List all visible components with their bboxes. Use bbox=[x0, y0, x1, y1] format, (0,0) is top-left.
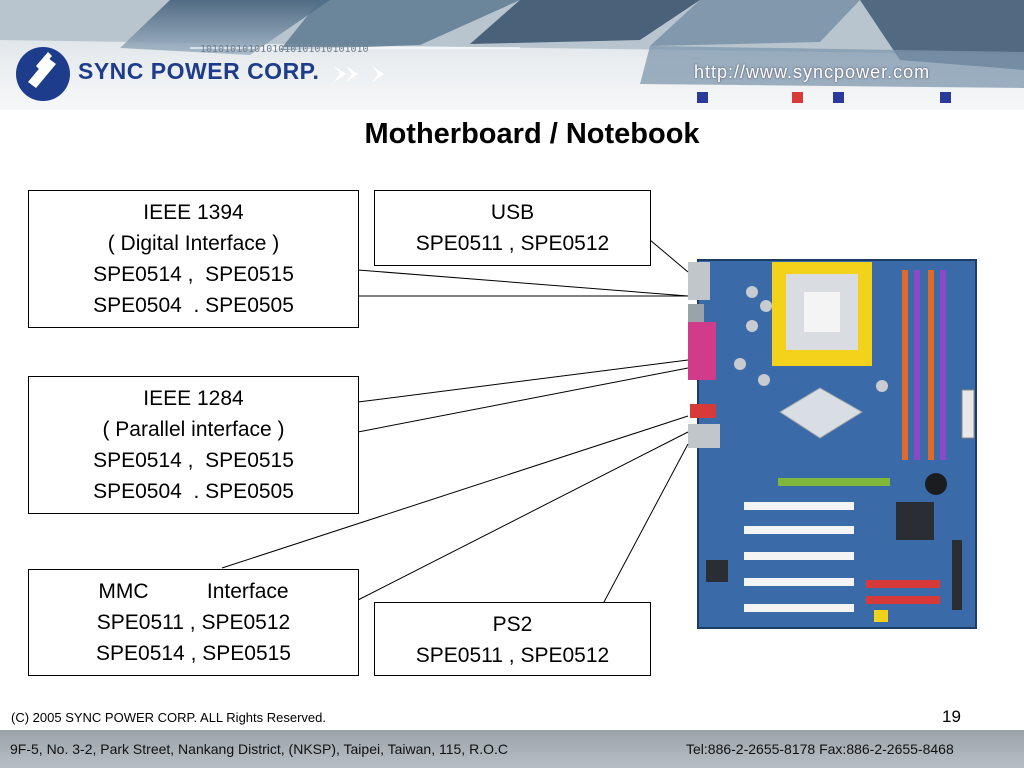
mmc-box: MMC Interface SPE0511 , SPE0512 SPE0514 … bbox=[28, 569, 359, 676]
parallel-port-icon bbox=[688, 322, 716, 380]
ieee1394-parts-1: SPE0514 , SPE0515 bbox=[93, 263, 294, 286]
ps2-parts: SPE0511 , SPE0512 bbox=[415, 644, 610, 667]
company-name: SYNC POWER CORP. bbox=[78, 58, 320, 84]
mmc-title: MMC Interface bbox=[98, 580, 289, 603]
ieee1284-parts-2: SPE0504 . SPE0505 bbox=[93, 480, 294, 503]
page-number: 19 bbox=[942, 707, 961, 726]
usb-port-icon bbox=[688, 262, 710, 300]
southbridge-chip-icon bbox=[896, 502, 934, 540]
footer-bar: 9F-5, No. 3-2, Park Street, Nankang Dist… bbox=[0, 730, 1024, 768]
ps2-port-icon bbox=[688, 424, 720, 448]
ieee1394-title: IEEE 1394 bbox=[143, 201, 244, 224]
chipset-heatsink-icon bbox=[779, 387, 863, 439]
ieee1284-subtitle: ( Parallel interface ) bbox=[102, 418, 285, 441]
pci-slot-icon bbox=[744, 502, 854, 510]
page-title: Motherboard / Notebook bbox=[364, 118, 700, 150]
copyright-text: (C) 2005 SYNC POWER CORP. ALL Rights Res… bbox=[11, 710, 327, 725]
usb-title: USB bbox=[490, 201, 535, 224]
ieee1284-box: IEEE 1284 ( Parallel interface ) SPE0514… bbox=[28, 376, 359, 514]
usb-parts: SPE0511 , SPE0512 bbox=[415, 232, 610, 255]
footer-contact: Tel:886-2-2655-8178 Fax:886-2-2655-8468 bbox=[686, 741, 954, 757]
header-banner: 1010101010101010101010101010 SYNC POWER … bbox=[0, 0, 1024, 110]
mmc-parts-1: SPE0511 , SPE0512 bbox=[96, 611, 291, 634]
svg-text:1010101010101010101010101010: 1010101010101010101010101010 bbox=[200, 44, 369, 55]
ieee1394-parts-2: SPE0504 . SPE0505 bbox=[93, 294, 294, 317]
mmc-parts-2: SPE0514 , SPE0515 bbox=[96, 642, 291, 665]
ps2-box: PS2 SPE0511 , SPE0512 bbox=[374, 602, 651, 676]
agp-slot-icon bbox=[778, 478, 890, 486]
ieee1394-box: IEEE 1394 ( Digital Interface ) SPE0514 … bbox=[28, 190, 359, 328]
footer-address: 9F-5, No. 3-2, Park Street, Nankang Dist… bbox=[10, 741, 508, 757]
usb-box: USB SPE0511 , SPE0512 bbox=[374, 190, 651, 266]
ieee1394-subtitle: ( Digital Interface ) bbox=[107, 232, 280, 255]
mmc-port-icon bbox=[690, 404, 716, 418]
ieee1284-title: IEEE 1284 bbox=[143, 387, 244, 410]
banner-background: 1010101010101010101010101010 bbox=[0, 0, 1024, 103]
ieee1394-port-icon bbox=[688, 304, 704, 326]
ps2-title: PS2 bbox=[492, 613, 533, 636]
ieee1284-parts-1: SPE0514 , SPE0515 bbox=[93, 449, 294, 472]
company-url: http://www.syncpower.com bbox=[694, 62, 931, 82]
